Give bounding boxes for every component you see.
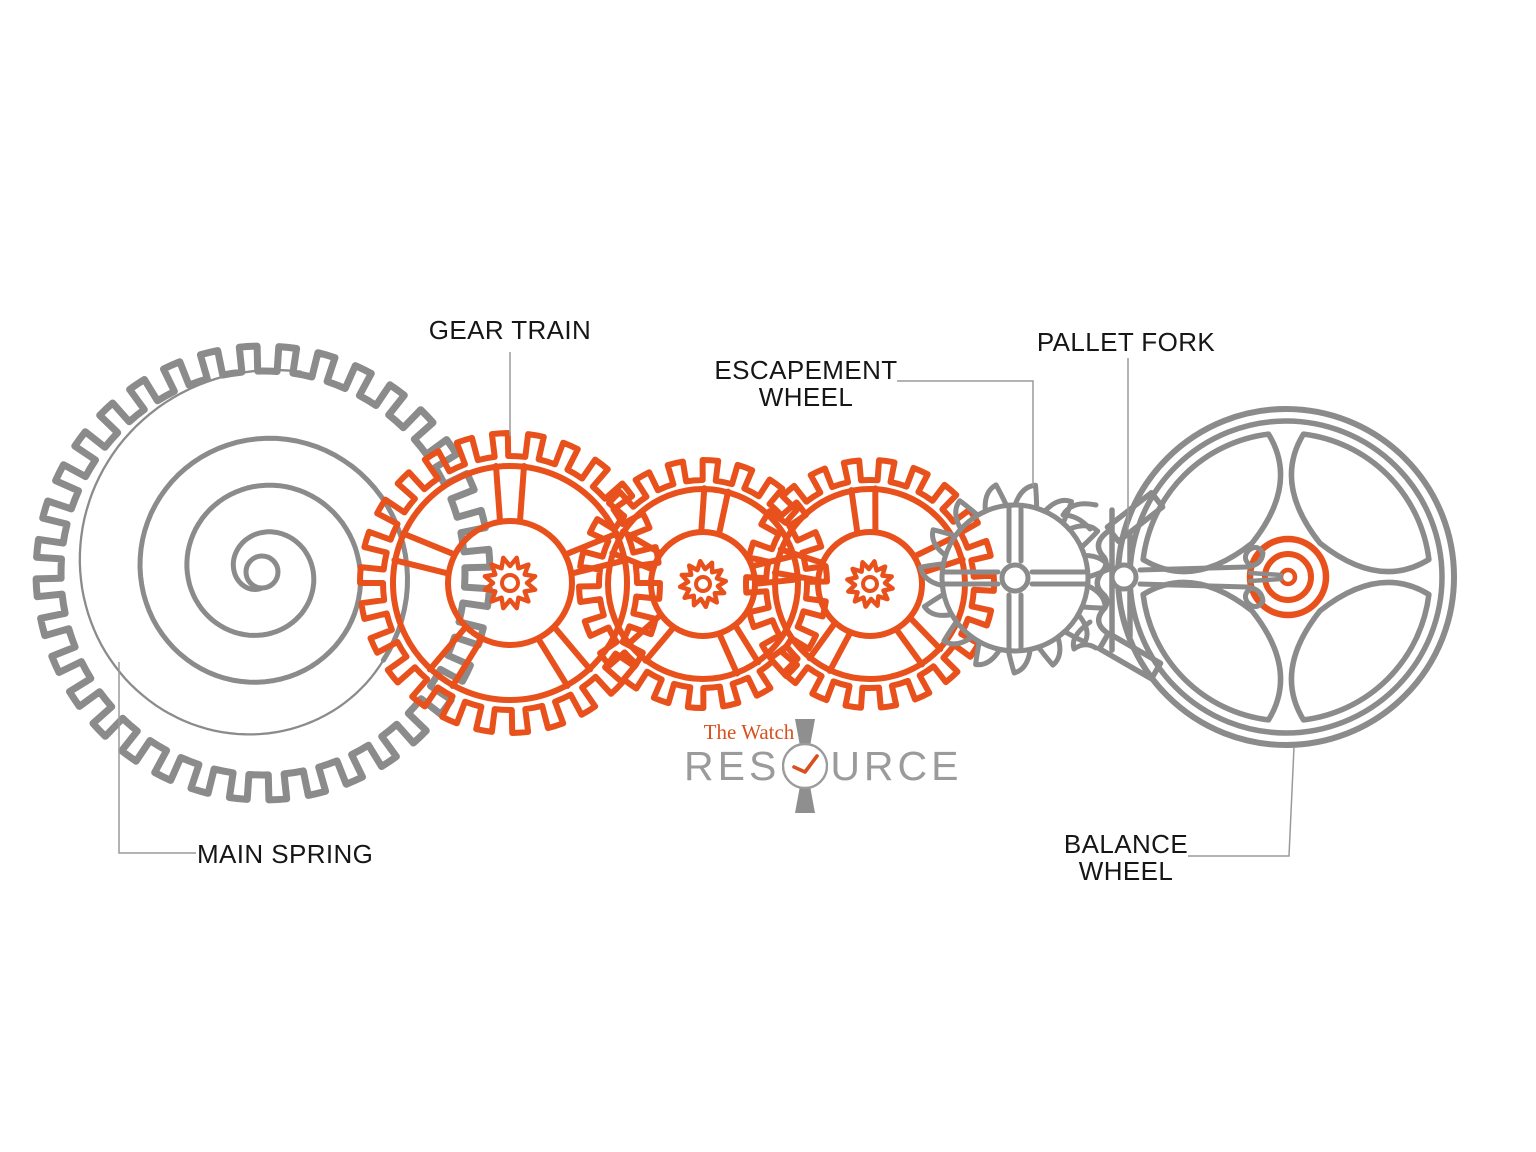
gear-train-wheel-2 <box>576 456 830 712</box>
leader-lines <box>118 352 1295 857</box>
watch-strap-bottom <box>795 786 816 813</box>
label-gear-train: GEAR TRAIN <box>428 315 592 345</box>
label-escapement-wheel: ESCAPEMENT WHEEL <box>714 357 897 411</box>
logo-brand-left: RES <box>684 742 781 789</box>
gear-train-wheel-1 <box>356 430 664 736</box>
balance-wheel <box>1115 406 1457 748</box>
pallet-fork-lever <box>1137 545 1284 609</box>
label-balance-wheel: BALANCE WHEEL <box>1064 831 1188 885</box>
watch-icon <box>782 719 829 813</box>
label-escapement-line2: WHEEL <box>758 382 854 412</box>
escapement-wheel <box>918 482 1113 676</box>
label-main-spring: MAIN SPRING <box>197 839 374 869</box>
watch-strap-top <box>795 719 816 746</box>
balance-hairspring <box>1246 535 1330 619</box>
main-spring-barrel <box>32 342 494 804</box>
label-balance-line1: BALANCE <box>1063 829 1189 859</box>
label-pallet-fork: PALLET FORK <box>1036 327 1216 357</box>
pallet-fork <box>1060 489 1284 682</box>
logo-brand-right: URCE <box>830 742 963 789</box>
pallet-pivot <box>1109 562 1139 592</box>
watch-face <box>782 742 829 790</box>
label-balance-line2: WHEEL <box>1078 856 1174 886</box>
watch-hands <box>792 754 820 774</box>
logo-tagline: The Watch <box>703 720 795 744</box>
logo-brand: RES URCE <box>684 719 963 813</box>
label-escapement-line1: ESCAPEMENT <box>714 355 898 385</box>
